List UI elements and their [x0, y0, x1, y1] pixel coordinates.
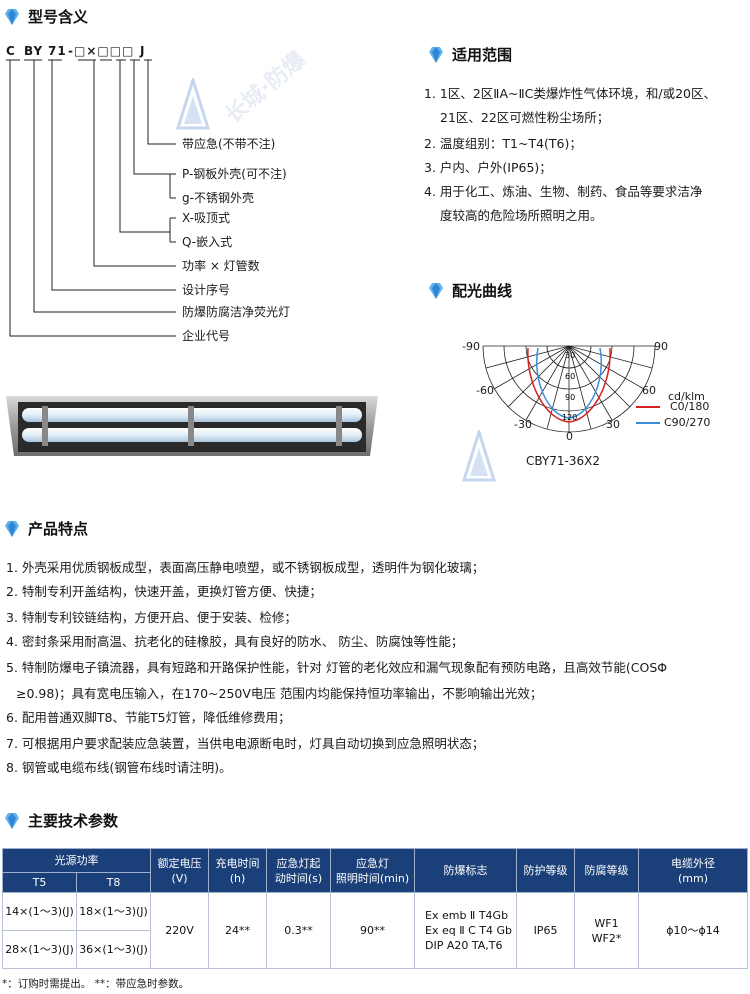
polar-radial-label: 120: [562, 413, 577, 422]
params-section-header: 主要技术参数: [4, 810, 118, 831]
th-t5: T5: [2, 872, 77, 893]
diamond-icon: [429, 282, 443, 299]
model-code-j: J: [140, 44, 146, 58]
model-code-71: 71: [48, 44, 67, 58]
application-section-title: 适用范围: [452, 46, 513, 64]
legend-c90: C90/270: [664, 416, 711, 429]
legend-swatch-c90: [636, 422, 660, 424]
model-code-c: C: [6, 44, 16, 58]
model-section-header: 型号含义: [4, 6, 88, 27]
curve-section-title: 配光曲线: [452, 282, 513, 300]
curve-section-header: 配光曲线: [428, 280, 512, 301]
application-item: 2. 温度组别：T1~T4(T6)；: [424, 136, 582, 151]
diamond-icon: [429, 46, 443, 63]
watermark-text: 长城·防爆: [220, 47, 311, 129]
meaning-stainless-shell: g-不锈钢外壳: [182, 191, 254, 205]
cell-t5: 14×(1～3)(J): [2, 892, 77, 931]
diamond-icon: [5, 8, 19, 25]
polar-radial-label: 30: [565, 351, 575, 360]
cell-t8: 18×(1～3)(J): [76, 892, 151, 931]
params-section-title: 主要技术参数: [28, 812, 119, 830]
footnote: *：订购时需提出。 **：带应急时参数。: [2, 978, 190, 990]
polar-label-60: 60: [642, 384, 656, 397]
meaning-emergency: 带应急(不带不注): [182, 137, 276, 151]
cell-emergency: 90**: [330, 892, 415, 969]
application-item: 21区、22区可燃性粉尘场所；: [440, 110, 610, 125]
meaning-company-code: 企业代号: [182, 329, 231, 343]
meaning-power-tubes: 功率 × 灯管数: [182, 259, 260, 273]
meaning-embedded: Q-嵌入式: [182, 235, 233, 249]
application-item: 3. 户内、户外(IP65)；: [424, 160, 552, 175]
th-ex-mark: 防爆标志: [414, 848, 517, 893]
cell-voltage: 220V: [150, 892, 209, 969]
spec-table: 光源功率 额定电压 (V) 充电时间 (h) 应急灯起 动时间(s) 应急灯 照…: [2, 848, 748, 969]
th-cable: 电缆外径 (mm): [638, 848, 748, 893]
cell-start: 0.3**: [266, 892, 331, 969]
model-code-by: BY: [24, 44, 44, 58]
polar-caption: CBY71-36X2: [526, 454, 601, 468]
application-item: 度较高的危险场所照明之用。: [440, 208, 603, 223]
polar-label-minus30: -30: [514, 418, 532, 431]
feature-item: 1. 外壳采用优质钢板成型，表面高压静电喷塑，或不锈钢板成型，透明件为钢化玻璃；: [6, 560, 485, 575]
polar-label-minus60: -60: [476, 384, 494, 397]
th-ip: 防护等级: [516, 848, 575, 893]
feature-item: 8. 钢管或电缆布线(钢管布线时请注明)。: [6, 760, 232, 775]
feature-item: 4. 密封条采用耐高温、抗老化的硅橡胶，具有良好的防水、 防尘、防腐蚀等性能；: [6, 634, 464, 649]
th-emergency: 应急灯 照明时间(min): [330, 848, 415, 893]
meaning-ceiling: X-吸顶式: [182, 211, 230, 225]
polar-diagram: 30 60 90 120: [482, 345, 656, 433]
cell-t5: 28×(1～3)(J): [2, 930, 77, 969]
th-power: 光源功率: [2, 848, 151, 873]
model-code-power: -□×□□□: [68, 44, 135, 58]
meaning-design-no: 设计序号: [182, 283, 231, 297]
feature-item: ≥0.98)；具有宽电压输入，在170~250V电压 范围内均能保持恒功率输出，…: [16, 686, 543, 701]
diamond-icon: [5, 520, 19, 537]
model-bracket-lines: [6, 59, 176, 337]
polar-unit: cd/klm: [668, 390, 705, 403]
legend-c0: C0/180: [670, 400, 710, 413]
cell-cable: ϕ10～ϕ14: [638, 892, 748, 969]
th-voltage: 额定电压 (V): [150, 848, 209, 893]
polar-label-30: 30: [606, 418, 620, 431]
feature-item: 6. 配用普通双脚T8、节能T5灯管，降低维修费用；: [6, 710, 291, 725]
application-section-header: 适用范围: [428, 44, 512, 65]
cell-ip: IP65: [516, 892, 575, 969]
polar-radial-label: 60: [565, 372, 575, 381]
th-t8: T8: [76, 872, 151, 893]
polar-label-90: 90: [654, 340, 668, 353]
watermark-logo: [462, 430, 496, 482]
feature-item: 3. 特制专利铰链结构，方便开启、便于安装、检修；: [6, 610, 297, 625]
application-item: 1. 1区、2区ⅡA~ⅡC类爆炸性气体环境，和/或20区、: [424, 86, 716, 101]
features-section-header: 产品特点: [4, 518, 88, 539]
cell-wf: WF1 WF2*: [574, 892, 639, 969]
watermark-logo: [176, 78, 210, 130]
lamp-product-image: [6, 396, 378, 456]
features-section-title: 产品特点: [28, 520, 89, 538]
th-charge: 充电时间 (h): [208, 848, 267, 893]
polar-radial-label: 90: [565, 393, 575, 402]
feature-item: 2. 特制专利开盖结构，快速开盖，更换灯管方便、快捷；: [6, 584, 322, 599]
polar-label-minus90: -90: [462, 340, 480, 353]
application-item: 4. 用于化工、炼油、生物、制药、食品等要求洁净: [424, 184, 703, 199]
polar-label-zero: 0: [566, 430, 573, 443]
th-wf: 防腐等级: [574, 848, 639, 893]
feature-item: 5. 特制防爆电子镇流器，具有短路和开路保护性能，针对 灯管的老化效应和漏气现象…: [6, 660, 668, 675]
legend-swatch-c0: [636, 406, 660, 408]
cell-ex-mark: Ex emb Ⅱ T4Gb Ex eq Ⅱ C T4 Gb DIP A20 TA…: [414, 892, 517, 969]
th-start: 应急灯起 动时间(s): [266, 848, 331, 893]
cell-t8: 36×(1～3)(J): [76, 930, 151, 969]
meaning-steel-shell: P-钢板外壳(可不注): [182, 167, 287, 181]
cell-charge: 24**: [208, 892, 267, 969]
model-section-title: 型号含义: [28, 8, 89, 26]
diamond-icon: [5, 812, 19, 829]
meaning-product-type: 防爆防腐洁净荧光灯: [182, 305, 291, 319]
feature-item: 7. 可根据用户要求配装应急装置，当供电电源断电时，灯具自动切换到应急照明状态；: [6, 736, 485, 751]
